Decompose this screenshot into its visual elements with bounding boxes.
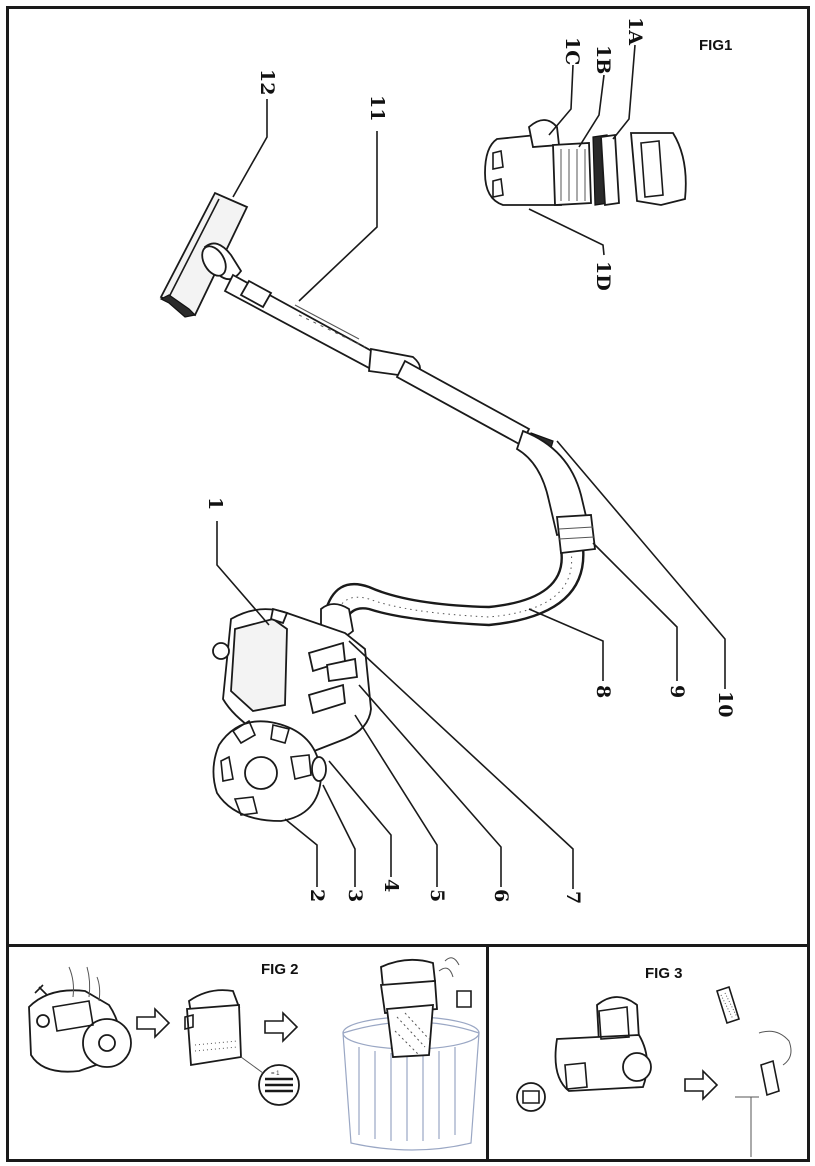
fig3-plug-detail xyxy=(516,1082,546,1112)
callout-1D: 1D xyxy=(592,261,614,291)
fig2-dustcup xyxy=(184,989,242,1067)
floor-brush-nozzle xyxy=(159,191,249,318)
callout-10: 10 xyxy=(714,691,736,717)
fig2-filter-detail: = 1 xyxy=(240,1056,300,1106)
arrow-step1-icon xyxy=(136,1007,171,1039)
fig2-tag: = 1 xyxy=(271,1071,280,1077)
telescopic-tube xyxy=(223,273,554,456)
arrow-step3-icon xyxy=(684,1069,719,1101)
fig2-emptying xyxy=(342,957,480,1151)
callout-12: 12 xyxy=(256,69,278,95)
fig3-vacuum-open xyxy=(554,996,652,1092)
callout-2: 2 xyxy=(306,889,328,902)
fig1-drawing: 12 11 1C 1B 1A 1D 1 2 3 4 5 6 7 8 9 10 xyxy=(159,17,736,904)
callouts: 12 11 1C 1B 1A 1D 1 2 3 4 5 6 7 8 9 10 xyxy=(204,17,736,904)
callout-7: 7 xyxy=(562,891,584,904)
leader-lines xyxy=(216,44,726,889)
fig2-drawing: = 1 xyxy=(28,957,480,1151)
callout-9: 9 xyxy=(666,685,688,698)
callout-8: 8 xyxy=(592,685,614,698)
callout-11: 11 xyxy=(366,95,388,121)
fig1-title: FIG1 xyxy=(699,37,733,54)
fig3-filter-sheet xyxy=(716,985,740,1025)
callout-1B: 1B xyxy=(592,45,614,74)
callout-1A: 1A xyxy=(624,17,646,45)
callout-1: 1 xyxy=(204,497,226,510)
vacuum-body xyxy=(212,607,372,822)
fig3-hand-insert xyxy=(735,1030,792,1157)
fig2-vacuum-step1 xyxy=(28,966,132,1073)
fig3-title: FIG 3 xyxy=(645,965,683,982)
dust-cup-assembly xyxy=(484,119,687,207)
fig2-panel: FIG 2 = 1 xyxy=(6,944,489,1162)
fig2-title: FIG 2 xyxy=(261,961,299,978)
callout-3: 3 xyxy=(344,889,366,902)
arrow-step2-icon xyxy=(264,1011,299,1043)
fig3-panel: FIG 3 xyxy=(486,944,810,1162)
callout-1C: 1C xyxy=(561,37,583,65)
fig1-panel: FIG1 xyxy=(6,6,810,948)
callout-4: 4 xyxy=(380,879,402,892)
callout-5: 5 xyxy=(426,889,448,902)
callout-6: 6 xyxy=(490,889,512,902)
fig3-drawing xyxy=(516,985,792,1157)
